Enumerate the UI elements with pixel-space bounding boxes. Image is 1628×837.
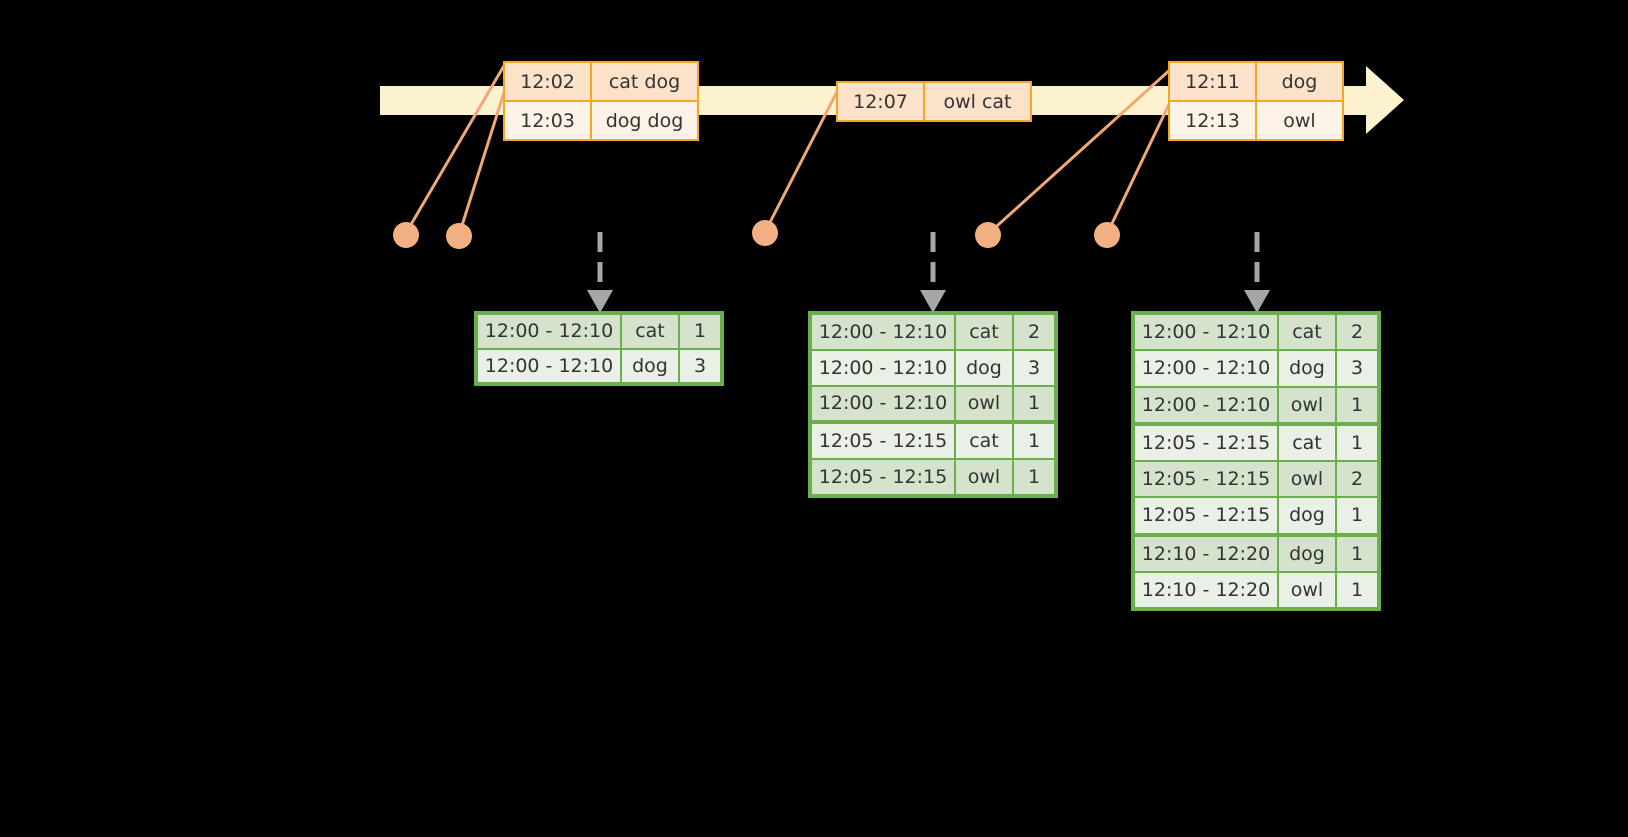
cell-window: 12:00 - 12:10 — [812, 386, 956, 421]
event-row[interactable]: 12:13 owl — [1170, 100, 1342, 139]
cell-word: dog — [1279, 498, 1337, 533]
table-row: 12:10 - 12:20 dog 1 — [1135, 536, 1377, 573]
cell-word: dog — [622, 349, 680, 382]
event-row[interactable]: 12:11 dog — [1170, 63, 1342, 100]
table-row: 12:05 - 12:15 owl 1 — [812, 460, 1054, 494]
cell-window: 12:05 - 12:15 — [1135, 425, 1279, 460]
cell-count: 1 — [1014, 386, 1054, 421]
cell-word: cat — [956, 424, 1014, 459]
cell-window: 12:00 - 12:10 — [1135, 315, 1279, 350]
event-words: dog dog — [592, 102, 697, 139]
timeline-arrow-head — [1366, 66, 1404, 134]
table-row: 12:00 - 12:10 dog 3 — [812, 350, 1054, 387]
cell-window: 12:05 - 12:15 — [1135, 462, 1279, 497]
cell-window: 12:00 - 12:10 — [812, 315, 956, 349]
event-words: cat dog — [592, 63, 697, 100]
table-row: 12:05 - 12:15 cat 1 — [1135, 425, 1377, 462]
cell-word: owl — [956, 460, 1014, 494]
cell-count: 2 — [1014, 315, 1054, 349]
cell-word: cat — [622, 315, 680, 348]
event-time: 12:11 — [1170, 63, 1257, 100]
cell-count: 1 — [1337, 572, 1377, 607]
dashed-arrow-to-table-2 — [920, 232, 946, 313]
cell-window: 12:05 - 12:15 — [812, 460, 956, 494]
cell-count: 3 — [1337, 351, 1377, 386]
event-group-2[interactable]: 12:07 owl cat — [836, 81, 1032, 122]
cell-window: 12:00 - 12:10 — [478, 315, 622, 348]
event-row[interactable]: 12:07 owl cat — [838, 83, 1030, 120]
event-words: owl — [1257, 102, 1342, 139]
cell-window: 12:10 - 12:20 — [1135, 572, 1279, 607]
event-words: dog — [1257, 63, 1342, 100]
table-row: 12:05 - 12:15 cat 1 — [812, 424, 1054, 461]
cell-window: 12:00 - 12:10 — [812, 350, 956, 385]
cell-count: 2 — [1337, 315, 1377, 350]
result-table-1: 12:00 - 12:10 cat 1 12:00 - 12:10 dog 3 — [474, 311, 724, 386]
cell-word: owl — [956, 386, 1014, 421]
event-group-3[interactable]: 12:11 dog 12:13 owl — [1168, 61, 1344, 141]
event-dot — [446, 223, 472, 249]
cell-word: dog — [1279, 536, 1337, 571]
table-row: 12:00 - 12:10 owl 1 — [1135, 387, 1377, 426]
cell-word: dog — [1279, 351, 1337, 386]
cell-count: 1 — [1014, 424, 1054, 459]
cell-count: 1 — [1014, 460, 1054, 494]
event-row[interactable]: 12:03 dog dog — [505, 100, 697, 139]
cell-word: cat — [956, 315, 1014, 349]
table-row: 12:00 - 12:10 dog 3 — [478, 349, 720, 382]
cell-word: dog — [956, 350, 1014, 385]
cell-count: 1 — [1337, 498, 1377, 533]
cell-word: cat — [1279, 315, 1337, 350]
result-table-3: 12:00 - 12:10 cat 2 12:00 - 12:10 dog 3 … — [1131, 311, 1381, 611]
cell-count: 1 — [680, 315, 720, 348]
cell-window: 12:05 - 12:15 — [1135, 498, 1279, 533]
event-dot — [393, 222, 419, 248]
cell-count: 2 — [1337, 462, 1377, 497]
event-dot — [975, 222, 1001, 248]
table-row: 12:00 - 12:10 cat 2 — [1135, 315, 1377, 352]
cell-word: owl — [1279, 462, 1337, 497]
table-row: 12:00 - 12:10 cat 2 — [812, 315, 1054, 351]
cell-count: 1 — [1337, 425, 1377, 460]
result-table-2: 12:00 - 12:10 cat 2 12:00 - 12:10 dog 3 … — [808, 311, 1058, 498]
cell-count: 3 — [680, 349, 720, 382]
cell-word: owl — [1279, 387, 1337, 422]
cell-window: 12:10 - 12:20 — [1135, 536, 1279, 571]
cell-word: owl — [1279, 572, 1337, 607]
event-time: 12:13 — [1170, 102, 1257, 139]
event-time: 12:02 — [505, 63, 592, 100]
dashed-arrow-to-table-3 — [1244, 232, 1270, 313]
cell-count: 3 — [1014, 350, 1054, 385]
event-time: 12:07 — [838, 83, 925, 120]
cell-word: cat — [1279, 425, 1337, 460]
table-row: 12:05 - 12:15 owl 2 — [1135, 462, 1377, 499]
cell-window: 12:00 - 12:10 — [1135, 387, 1279, 422]
table-row: 12:00 - 12:10 dog 3 — [1135, 351, 1377, 388]
cell-count: 1 — [1337, 387, 1377, 422]
dashed-arrow-to-table-1 — [587, 232, 613, 313]
cell-window: 12:00 - 12:10 — [1135, 351, 1279, 386]
cell-window: 12:00 - 12:10 — [478, 349, 622, 382]
event-dot — [752, 220, 778, 246]
table-row: 12:05 - 12:15 dog 1 — [1135, 498, 1377, 537]
table-row: 12:00 - 12:10 cat 1 — [478, 315, 720, 350]
cell-count: 1 — [1337, 536, 1377, 571]
event-dot — [1094, 222, 1120, 248]
event-words: owl cat — [925, 83, 1030, 120]
cell-window: 12:05 - 12:15 — [812, 424, 956, 459]
event-time: 12:03 — [505, 102, 592, 139]
event-group-1[interactable]: 12:02 cat dog 12:03 dog dog — [503, 61, 699, 141]
table-row: 12:10 - 12:20 owl 1 — [1135, 572, 1377, 607]
table-row: 12:00 - 12:10 owl 1 — [812, 386, 1054, 425]
event-row[interactable]: 12:02 cat dog — [505, 63, 697, 100]
